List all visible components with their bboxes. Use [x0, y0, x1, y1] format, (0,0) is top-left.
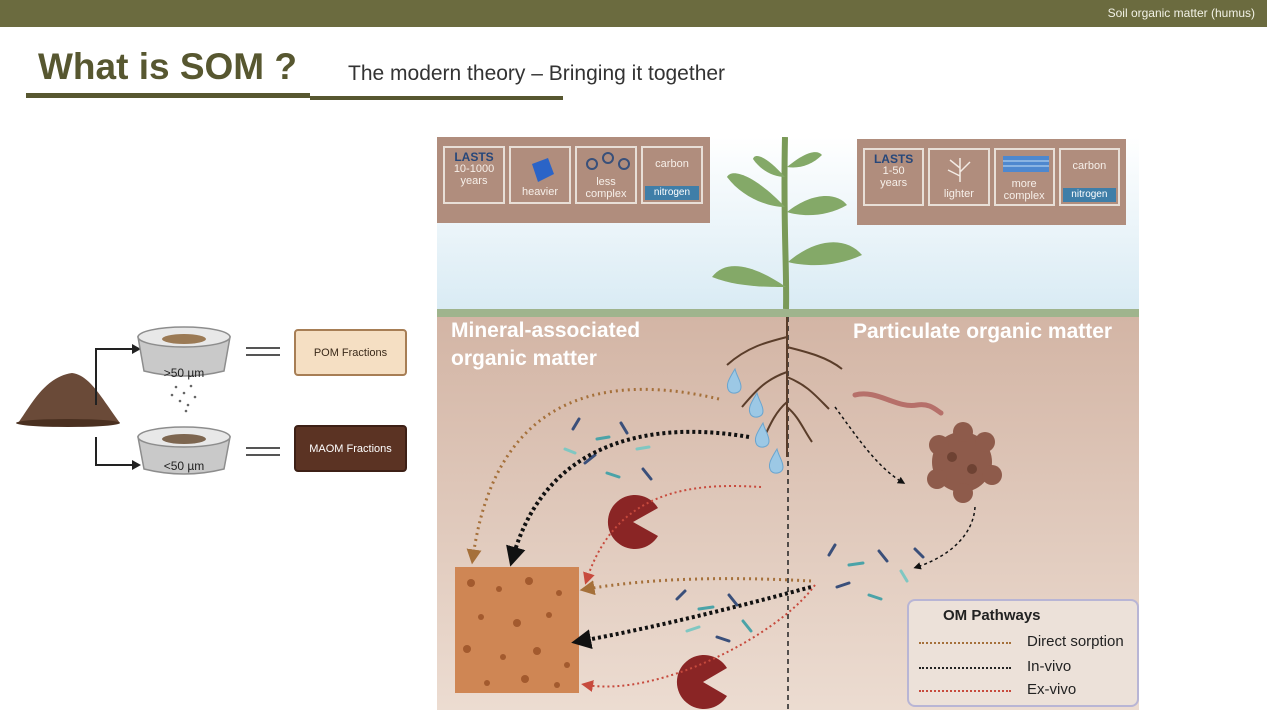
- pom-lasts-range: 1-50: [882, 165, 905, 177]
- water-drops-icon: [726, 367, 784, 474]
- legend-line-direct-sorption: [919, 642, 1011, 644]
- sieve-bottom-label: <50 µm: [164, 459, 205, 473]
- legend-item-in-vivo: In-vivo: [909, 658, 1137, 678]
- particulate-aggregate-icon: [927, 422, 1002, 503]
- ex-vivo-arrow-upper: [583, 485, 762, 585]
- microbes-right-icon: [827, 543, 925, 601]
- sieve-bottom-icon: [137, 426, 231, 475]
- pom-lasts-label: LASTS: [873, 152, 914, 166]
- maom-weight-label: heavier: [521, 186, 559, 198]
- header-bar: Soil organic matter (humus): [0, 0, 1267, 27]
- legend-label-in-vivo: In-vivo: [1027, 658, 1072, 675]
- maom-lasts-unit: years: [460, 175, 488, 187]
- maom-lasts-range: 10-1000: [453, 163, 495, 175]
- pom-complexity-line2: complex: [1003, 190, 1045, 202]
- subtitle-underline: [310, 96, 563, 100]
- pom-heading: Particulate organic matter: [853, 320, 1113, 343]
- pom-lasts-unit: years: [880, 177, 908, 189]
- legend-item-ex-vivo: Ex-vivo: [909, 681, 1137, 701]
- pom-complexity-line1: more: [1011, 178, 1037, 190]
- ground-line: [437, 309, 1139, 317]
- som-pathway-diagram: LASTS 10-1000 years heavier less complex…: [437, 137, 1139, 710]
- maom-mineral-texture: [463, 577, 570, 688]
- equals-bottom-icon: [246, 447, 280, 456]
- maom-complexity-line2: complex: [585, 188, 627, 200]
- legend-line-ex-vivo: [919, 690, 1011, 692]
- direct-sorption-arrow-upper: [466, 387, 720, 565]
- pom-nitrogen-label: nitrogen: [1062, 188, 1116, 202]
- pathways-legend: OM Pathways Direct sorption In-vivo Ex-v…: [907, 599, 1139, 707]
- microbes-lower-icon: [675, 589, 753, 643]
- maom-heading: Mineral-associated organic matter: [451, 317, 640, 373]
- simple-molecule-icon: [586, 152, 630, 170]
- fractionation-art: >50 µm <50 µm: [16, 326, 280, 475]
- soil-pile-base: [16, 419, 120, 427]
- maom-info-strip: LASTS 10-1000 years heavier less complex…: [437, 137, 710, 223]
- arrow-head-bottom: [132, 460, 141, 470]
- legend-item-direct-sorption: Direct sorption: [909, 633, 1137, 653]
- arrow-to-top-sieve: [95, 348, 132, 405]
- legend-label-ex-vivo: Ex-vivo: [1027, 681, 1077, 698]
- maom-nitrogen-label: nitrogen: [645, 186, 699, 200]
- maom-lasts-tile: LASTS 10-1000 years: [443, 146, 505, 204]
- in-vivo-arrow-worm: [834, 406, 906, 484]
- complex-fibers-icon: [1002, 156, 1049, 172]
- maom-carbon-label: carbon: [655, 158, 689, 170]
- slide-title: What is SOM ?: [38, 46, 297, 87]
- light-branch-icon: [947, 158, 971, 182]
- maom-weight-tile: heavier: [509, 146, 571, 204]
- in-vivo-arrow-lower: [571, 585, 812, 650]
- maom-lasts-label: LASTS: [454, 150, 494, 164]
- pom-carbon-label: carbon: [1072, 160, 1107, 172]
- maom-complexity-line1: less: [596, 176, 616, 188]
- arrow-head-top: [132, 344, 141, 354]
- pom-info-strip: LASTS 1-50 years lighter more complex ca…: [857, 139, 1126, 225]
- in-vivo-arrow-upper: [506, 429, 750, 567]
- maom-cn-tile: carbon nitrogen: [641, 146, 703, 204]
- maom-mineral-block: [455, 567, 579, 693]
- section-title: Soil organic matter (humus): [1107, 6, 1255, 20]
- enzyme-lower-icon: [676, 655, 727, 709]
- legend-title: OM Pathways: [943, 607, 1041, 624]
- maom-heading-line1: Mineral-associated: [451, 319, 641, 342]
- pom-weight-label: lighter: [943, 188, 974, 200]
- roots-icon: [726, 317, 843, 457]
- maom-fractions-box: MAOM Fractions: [294, 425, 407, 472]
- legend-label-direct-sorption: Direct sorption: [1027, 633, 1124, 650]
- earthworm-icon: [852, 391, 944, 416]
- pom-fractions-box: POM Fractions: [294, 329, 407, 376]
- soil-pile-icon: [18, 373, 120, 423]
- pom-lasts-tile: LASTS 1-50 years: [863, 148, 925, 206]
- maom-complexity-tile: less complex: [575, 146, 637, 204]
- title-underline: [26, 93, 310, 98]
- legend-line-in-vivo: [919, 667, 1011, 669]
- pom-complexity-tile: more complex: [993, 148, 1055, 206]
- heavy-block-icon: [532, 158, 554, 182]
- maom-heading-line2: organic matter: [451, 347, 597, 370]
- enzyme-upper-icon: [607, 495, 658, 549]
- slide-subtitle: The modern theory – Bringing it together: [348, 62, 726, 85]
- equals-top-icon: [246, 347, 280, 356]
- sieve-top-label: >50 µm: [164, 366, 205, 380]
- pom-cn-tile: carbon nitrogen: [1058, 148, 1120, 206]
- fractionation-diagram: >50 µm <50 µm POM Fractions MAOM Fractio…: [10, 315, 420, 495]
- microbes-upper-icon: [563, 417, 653, 481]
- sieve-top-icon: [137, 326, 231, 413]
- in-vivo-arrow-aggregate: [913, 506, 976, 570]
- pom-weight-tile: lighter: [928, 148, 990, 206]
- plant-icon: [712, 137, 862, 310]
- arrow-to-bottom-sieve: [95, 437, 132, 466]
